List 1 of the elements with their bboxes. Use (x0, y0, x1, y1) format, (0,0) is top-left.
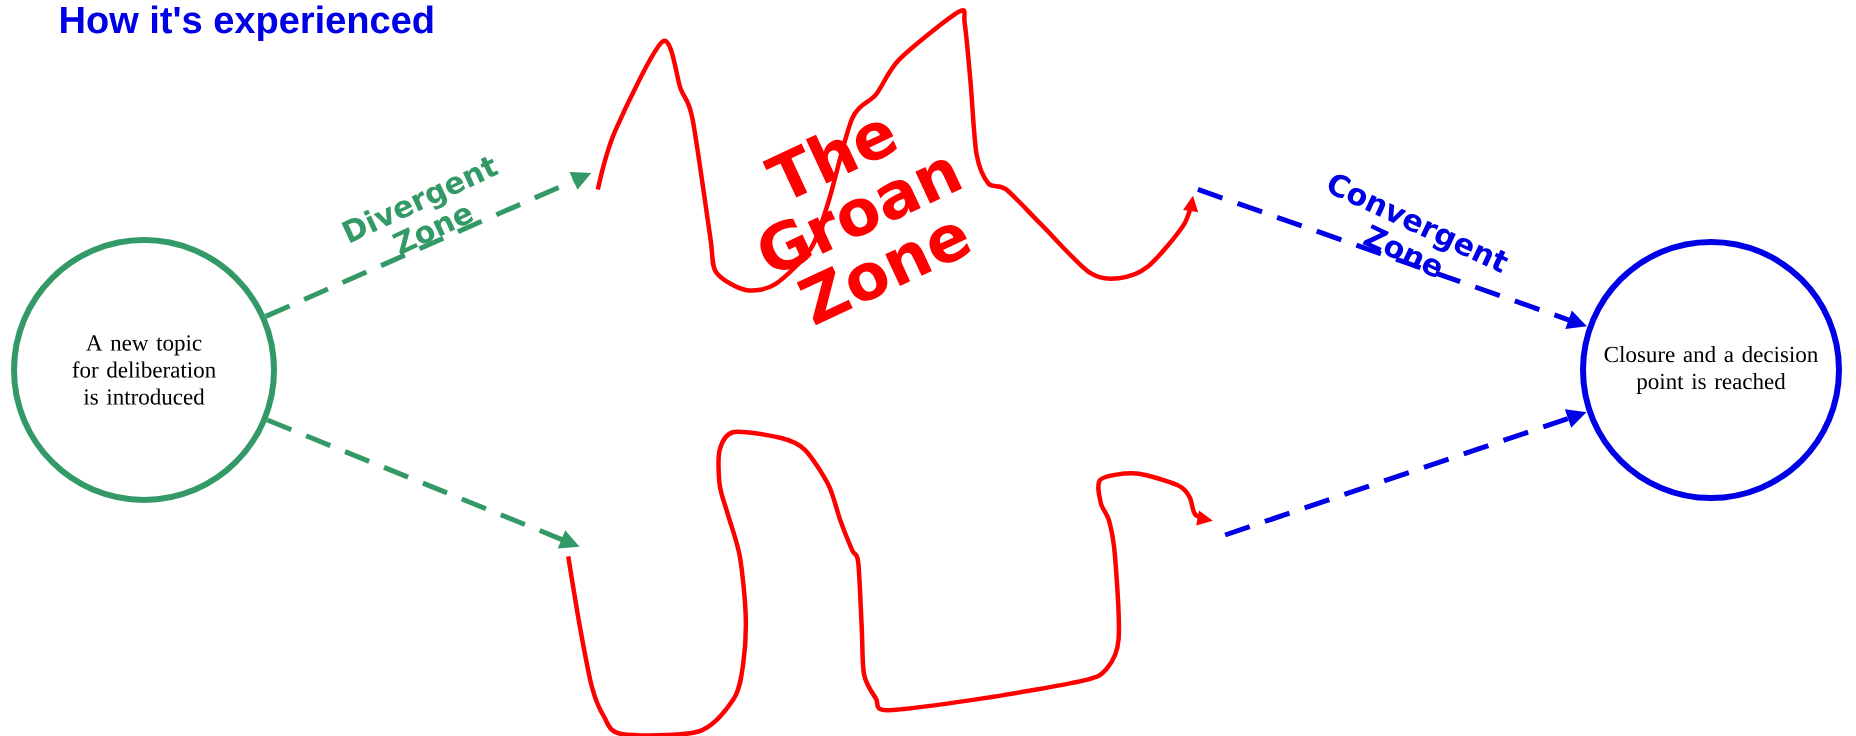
title: How it's experienced (61, 5, 433, 41)
